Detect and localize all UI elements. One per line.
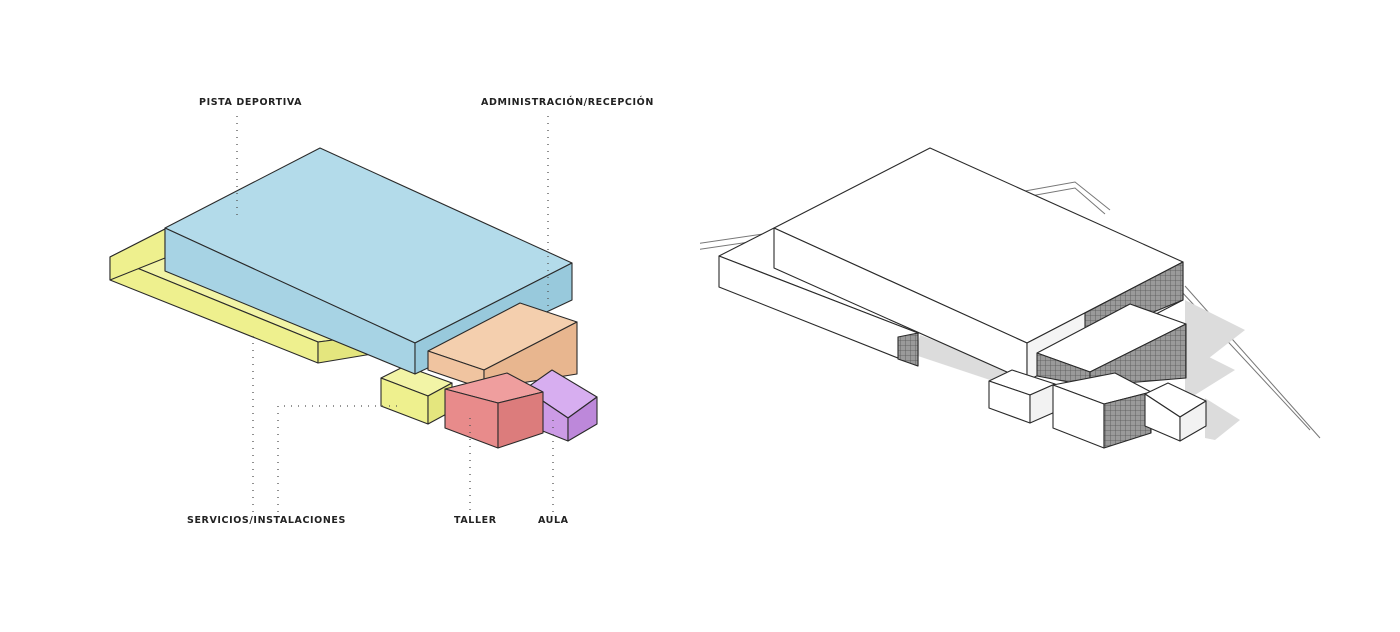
label-workshop: TALLER [454,515,497,526]
massing-small-block [988,369,1056,424]
massing-axonometric [700,147,1321,449]
workshop-block [444,372,544,449]
massing-workshop [1052,372,1152,449]
label-sports-court: PISTA DEPORTIVA [199,97,303,108]
massing-classroom [1144,382,1207,442]
label-administration: ADMINISTRACIÓN/RECEPCIÓN [481,97,654,108]
label-classroom: AULA [538,515,569,526]
leader-line-services-small [277,405,398,512]
massing-administration [1036,303,1187,387]
program-axonometric [109,116,598,512]
label-services: SERVICIOS/INSTALACIONES [187,515,346,526]
